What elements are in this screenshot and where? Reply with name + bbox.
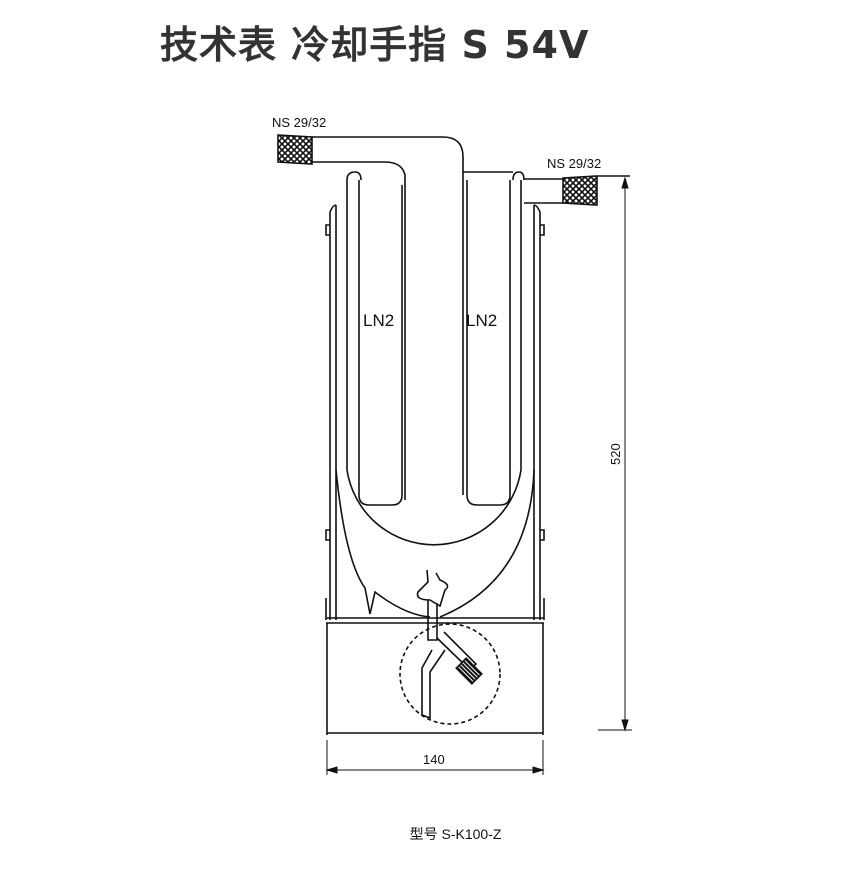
- finger-left: [358, 180, 403, 506]
- joint-right: [562, 175, 598, 206]
- joint-left: [277, 134, 313, 165]
- ln2-label-left: LN2: [363, 311, 394, 330]
- tubes: [312, 136, 630, 500]
- dimension-lines: [325, 176, 632, 775]
- model-label: 型号 S-K100-Z: [409, 826, 502, 842]
- width-dimension: 140: [423, 752, 445, 767]
- inner-vessel: [335, 171, 535, 618]
- page-title: 技术表 冷却手指 S 54V: [160, 23, 590, 67]
- joint-label-left: NS 29/32: [272, 115, 326, 130]
- drain-valve: [399, 569, 501, 725]
- bottom-housing: [326, 623, 544, 735]
- height-dimension: 520: [608, 443, 623, 465]
- finger-right: [466, 180, 511, 506]
- joint-label-right: NS 29/32: [547, 156, 601, 171]
- ln2-label-right: LN2: [466, 311, 497, 330]
- outer-jacket: [325, 204, 545, 624]
